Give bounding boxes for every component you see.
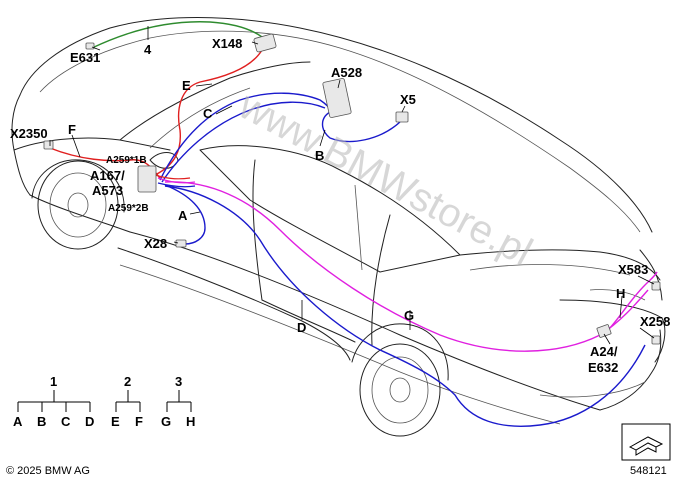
legend-item-b: B: [37, 414, 46, 429]
connector-x2350: [43, 140, 54, 150]
wire-harnesses: [49, 21, 658, 427]
label-x2350: X2350: [10, 126, 48, 141]
legend-item-h: H: [186, 414, 195, 429]
wire-magenta-h: [607, 271, 658, 331]
label-h: H: [616, 286, 625, 301]
label-e: E: [182, 78, 191, 93]
connector-x28: [175, 239, 187, 248]
legend-group-1-number: 1: [50, 374, 57, 389]
wire-blue-d: [164, 185, 646, 427]
module-a167: [137, 165, 157, 193]
watermark: www.BMWstore.pl: [231, 83, 539, 275]
label-x583: X583: [618, 262, 648, 277]
legend-tree: 1 A B C D 2 E F 3 G H: [13, 374, 195, 429]
wire-blue-c: [159, 92, 333, 181]
module-a528: [322, 78, 352, 118]
wire-blue-b: [321, 111, 401, 143]
legend-group-3-number: 3: [175, 374, 182, 389]
label-d: D: [297, 320, 306, 335]
car-outline: [11, 17, 666, 437]
diagram-number: 548121: [630, 465, 667, 477]
connector-x5: [395, 111, 409, 123]
label-4: 4: [144, 42, 152, 57]
label-x258: X258: [640, 314, 670, 329]
label-a259-2b: A259*2B: [108, 203, 149, 214]
wire-green-4: [91, 21, 269, 49]
legend-item-g: G: [161, 414, 171, 429]
wire-red-e: [154, 49, 263, 176]
leader-lines: [49, 26, 655, 345]
label-a167: A167/: [90, 168, 125, 183]
legend-item-d: D: [85, 414, 94, 429]
label-e632: E632: [588, 360, 618, 375]
legend-group-2-number: 2: [124, 374, 131, 389]
legend-item-f: F: [135, 414, 143, 429]
legend-item-c: C: [61, 414, 71, 429]
wire-blue-c2: [161, 101, 326, 183]
label-x28: X28: [144, 236, 167, 251]
label-x5: X5: [400, 92, 416, 107]
connector-a24: [596, 324, 612, 338]
legend-item-e: E: [111, 414, 120, 429]
label-a259-1b: A259*1B: [106, 155, 147, 166]
label-a: A: [178, 208, 188, 223]
label-c: C: [203, 106, 213, 121]
orientation-box: [621, 423, 671, 461]
label-a573: A573: [92, 183, 123, 198]
connector-e631: [85, 42, 95, 50]
connectors: [43, 33, 661, 345]
label-e631: E631: [70, 50, 100, 65]
label-f: F: [68, 122, 76, 137]
label-b: B: [315, 148, 324, 163]
label-x148: X148: [212, 36, 242, 51]
label-a528: A528: [331, 65, 362, 80]
label-g: G: [404, 308, 414, 323]
copyright-text: © 2025 BMW AG: [6, 465, 90, 477]
label-a24: A24/: [590, 344, 618, 359]
connector-x148: [253, 33, 277, 53]
legend-item-a: A: [13, 414, 23, 429]
callout-labels: E631 4 X148 E A528 X5 C X2350 F B A259*1…: [10, 36, 670, 375]
wire-blue-a: [164, 184, 206, 245]
